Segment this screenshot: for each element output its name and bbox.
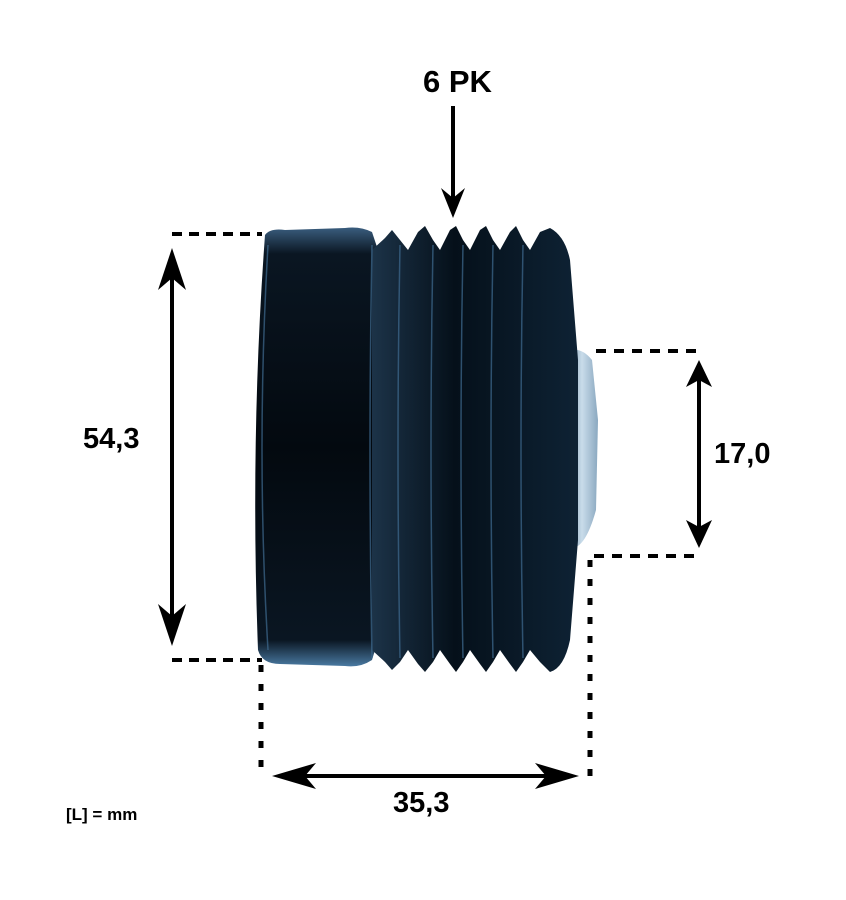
unit-note: [L] = mm	[66, 805, 138, 824]
hub-diameter-dimension	[594, 349, 712, 558]
rib-profile-arrow	[441, 106, 465, 218]
outer-diameter-label: 54,3	[83, 423, 140, 455]
hub-diameter-label: 17,0	[714, 438, 771, 470]
outer-diameter-dimension	[158, 232, 262, 662]
pulley-image	[255, 226, 598, 672]
width-dimension	[258, 560, 593, 789]
width-label: 35,3	[393, 787, 450, 819]
rib-profile-label: 6 PK	[423, 64, 492, 99]
